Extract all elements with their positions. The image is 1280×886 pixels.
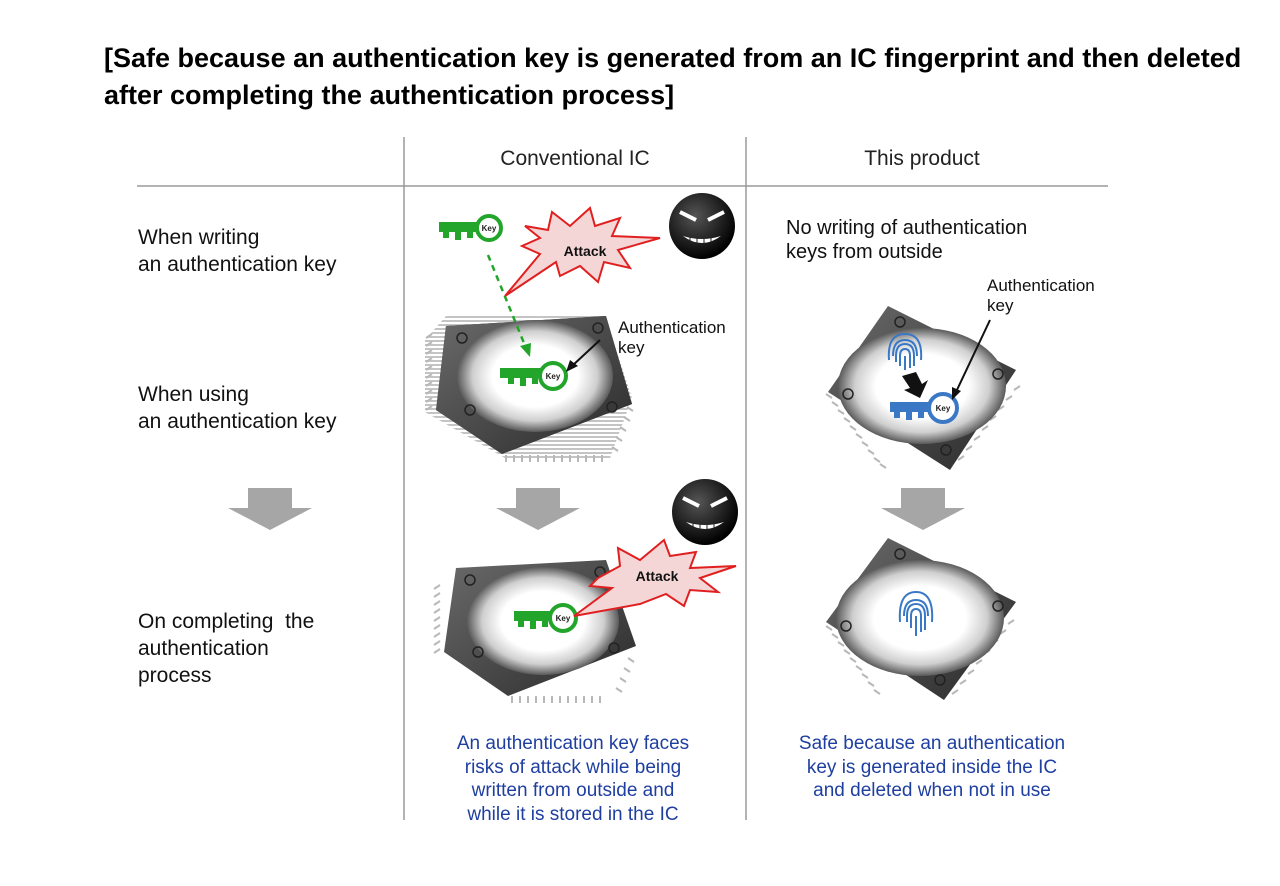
blue-key-icon <box>890 392 959 424</box>
conventional-caption: An authentication key faces risks of att… <box>456 733 690 825</box>
attack-label: Attack <box>564 243 607 259</box>
auth-key-pointer <box>566 339 601 372</box>
attack-burst-icon <box>573 538 737 617</box>
key-label: Key <box>936 404 951 413</box>
auth-key-label: Authentication key <box>987 276 1095 315</box>
conventional-chip-top <box>425 316 634 462</box>
down-arrow-icon <box>881 488 965 530</box>
row-label-using: When using an authentication key <box>138 383 337 433</box>
column-header-product: This product <box>864 147 980 170</box>
fingerprint-icon <box>898 590 934 636</box>
generate-arrow-icon <box>902 372 928 398</box>
hacker-face-icon <box>672 479 738 545</box>
page-title: [Safe because an authentication key is g… <box>104 43 1242 110</box>
key-label: Key <box>546 372 561 381</box>
down-arrow-icon <box>228 488 312 530</box>
green-key-icon <box>500 361 568 391</box>
key-label: Key <box>556 614 571 623</box>
table-grid <box>137 137 1108 820</box>
attack-burst-icon <box>504 206 661 297</box>
row-label-completing: On completing the authentication process <box>138 610 315 687</box>
fingerprint-icon <box>887 332 923 370</box>
key-label: Key <box>482 224 497 233</box>
product-caption: Safe because an authentication key is ge… <box>798 733 1066 801</box>
green-key-icon <box>514 603 578 633</box>
column-header-conventional: Conventional IC <box>500 147 650 170</box>
auth-key-label: Authentication key <box>618 318 726 357</box>
attack-label: Attack <box>636 568 679 584</box>
auth-key-pointer <box>952 319 991 400</box>
no-writing-note: No writing of authentication keys from o… <box>786 217 1028 263</box>
hacker-face-icon <box>669 193 735 259</box>
green-key-external-icon <box>439 214 503 242</box>
write-arrow <box>486 254 531 357</box>
down-arrow-icon <box>496 488 580 530</box>
row-label-writing: When writing an authentication key <box>138 226 337 276</box>
